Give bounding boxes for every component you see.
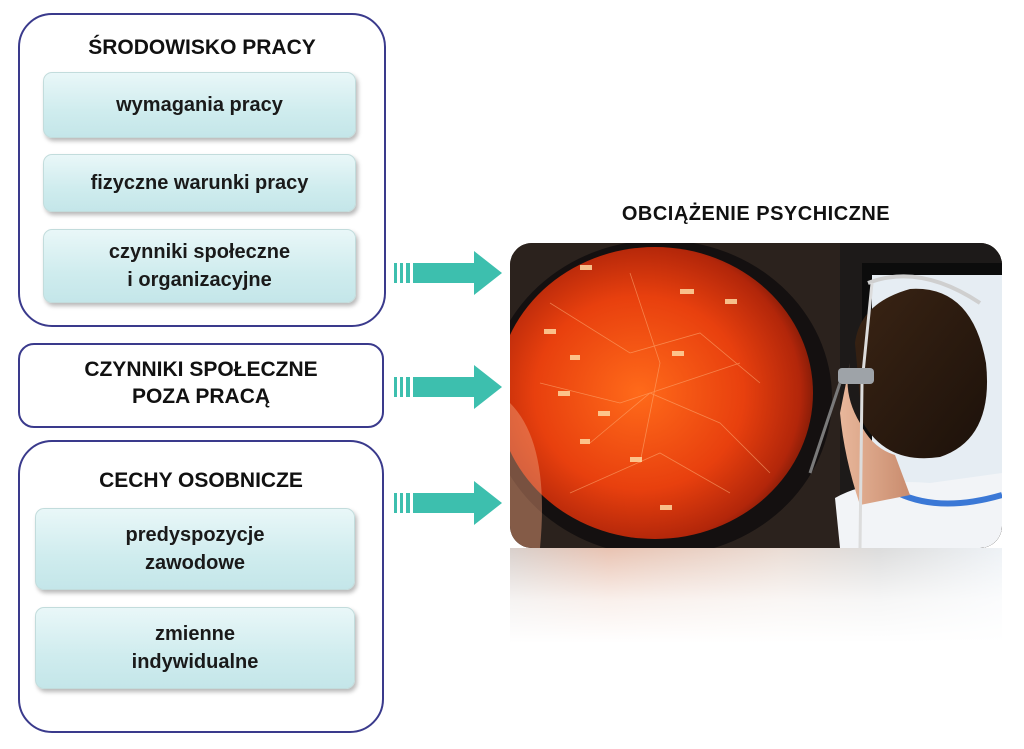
group-title-social-factors-line-1: CZYNNIKI SPOŁECZNE (84, 358, 318, 381)
factor-job-demands: wymagania pracy (43, 72, 356, 138)
factor-physical-conditions: fizyczne warunki pracy (43, 154, 356, 212)
factor-individual-variables-line-1: zmienne (154, 623, 236, 645)
factor-social-organizational-line-2: i organizacyjne (127, 269, 272, 291)
radar-scene-illustration (510, 243, 1002, 548)
group-title-social-factors-line-2: POZA PRACĄ (131, 385, 271, 409)
photo-reflection (510, 548, 1002, 643)
arrow-work-environment-to-load (394, 251, 502, 295)
factor-individual-variables-line-2: indywidualne (131, 651, 259, 673)
mental-load-title: OBCIĄŻENIE PSYCHICZNE (621, 203, 891, 225)
factor-individual-variables: zmienne indywidualne (35, 607, 355, 689)
factor-social-organizational-line-1: czynniki społeczne (108, 241, 291, 263)
arrow-social-factors-to-load (394, 365, 502, 409)
group-title-work-environment: ŚRODOWISKO PRACY (88, 36, 316, 59)
group-title-social-factors: CZYNNIKI SPOŁECZNE POZA PRACĄ (20, 356, 382, 411)
arrow-personal-traits-to-load (394, 481, 502, 525)
factor-professional-predispositions-line-1: predyspozycje (125, 524, 265, 546)
factor-job-demands-label: wymagania pracy (116, 94, 283, 116)
factor-professional-predispositions-line-2: zawodowe (144, 552, 245, 574)
factor-social-organizational: czynniki społeczne i organizacyjne (43, 229, 356, 303)
factor-physical-conditions-label: fizyczne warunki pracy (90, 172, 309, 194)
group-title-personal-traits: CECHY OSOBNICZE (99, 469, 303, 492)
factor-professional-predispositions: predyspozycje zawodowe (35, 508, 355, 590)
air-traffic-controller-photo (510, 243, 1002, 548)
group-social-factors-outside-work: CZYNNIKI SPOŁECZNE POZA PRACĄ (18, 343, 384, 428)
